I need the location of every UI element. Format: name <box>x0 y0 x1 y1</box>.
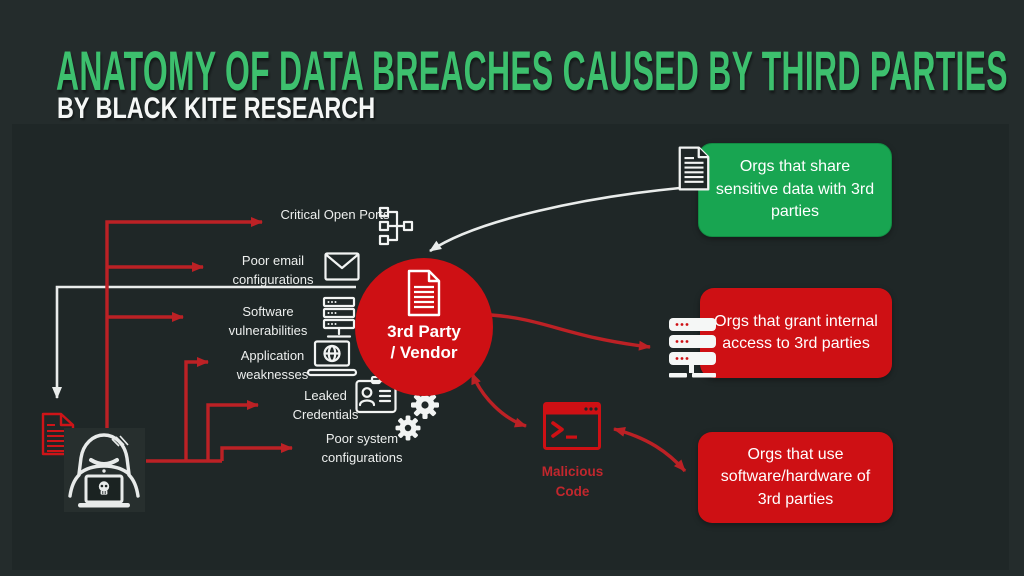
document-icon <box>401 269 447 317</box>
network-ports-icon <box>376 205 414 247</box>
outcome-internal-access: Orgs that grant internal access to 3rd p… <box>700 288 892 378</box>
arrow-application-weak <box>184 357 209 461</box>
third-party-vendor-node: 3rd Party / Vendor <box>355 258 493 396</box>
vendor-label-line2: / Vendor <box>390 343 458 363</box>
page-subtitle: BY BLACK KITE RESEARCH <box>57 92 376 125</box>
laptop-globe-icon <box>306 340 358 378</box>
page-title: ANATOMY OF DATA BREACHES CAUSED BY THIRD… <box>56 39 1008 102</box>
vector-critical-open-ports: Critical Open Ports <box>280 207 390 222</box>
envelope-icon <box>324 252 360 281</box>
data-sharing-curve <box>429 186 681 253</box>
exfiltration-line <box>52 285 356 399</box>
arrow-leaked-credentials <box>206 400 259 461</box>
shared-document-icon <box>675 145 713 192</box>
arrow-malicious-code-software <box>613 426 687 473</box>
vector-poor-system: Poor system configurations <box>321 431 403 465</box>
server-rack-icon <box>321 296 357 340</box>
outcome-text: Orgs that grant internal access to 3rd p… <box>714 312 878 352</box>
arrow-poor-system <box>220 443 293 461</box>
hacker-icon <box>64 428 145 512</box>
outcome-text: Orgs that use software/hardware of 3rd p… <box>720 445 871 508</box>
arrow-vendor-to-internal-access <box>490 313 651 351</box>
server-stack-icon <box>667 318 719 380</box>
vector-leaked-credentials: Leaked Credentials <box>292 388 359 422</box>
malicious-code-icon <box>543 402 601 450</box>
vector-software-vulnerabilities: Software vulnerabilities <box>228 304 308 338</box>
outcome-text: Orgs that share sensitive data with 3rd … <box>715 158 875 221</box>
arrow-critical-open-ports <box>105 217 263 430</box>
vendor-label-line1: 3rd Party <box>387 322 461 341</box>
arrow-vendor-malicious-code <box>470 372 527 428</box>
outcome-share-sensitive-data: Orgs that share sensitive data with 3rd … <box>698 143 892 237</box>
malicious-code-label: Malicious Code <box>541 464 604 500</box>
vector-application-weaknesses: Application weaknesses <box>236 348 309 382</box>
outcome-software-hardware: Orgs that use software/hardware of 3rd p… <box>698 432 893 523</box>
vector-poor-email: Poor email configurations <box>232 253 314 287</box>
gears-icon <box>394 390 442 444</box>
